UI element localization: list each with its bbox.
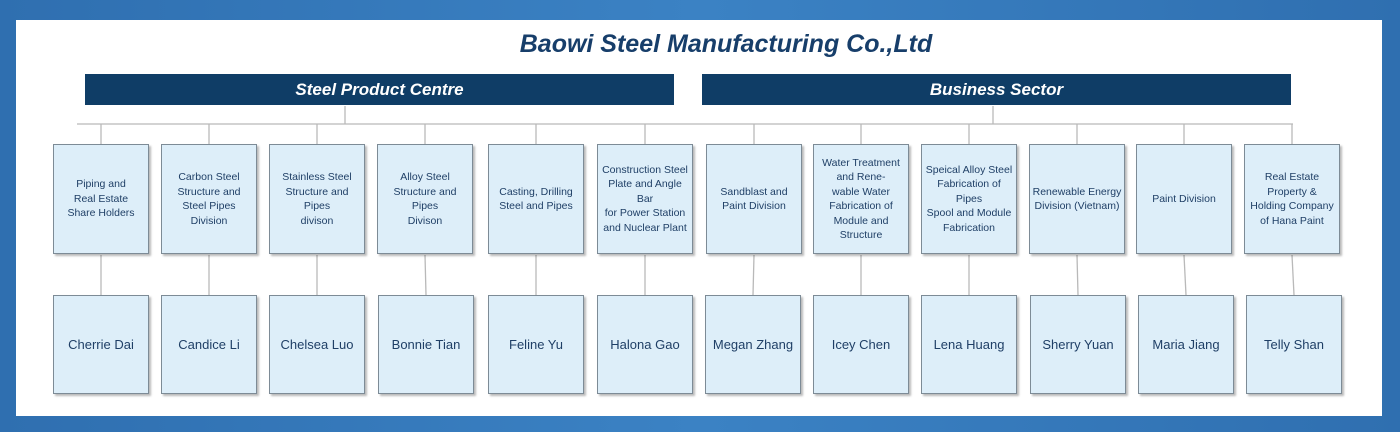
department-box: Sandblast and Paint Division — [706, 144, 802, 254]
manager-name: Megan Zhang — [712, 337, 794, 352]
department-label: Water Treatment and Rene- wable Water Fa… — [822, 156, 900, 242]
manager-box: Megan Zhang — [705, 295, 801, 394]
manager-box: Sherry Yuan — [1030, 295, 1126, 394]
manager-box: Halona Gao — [597, 295, 693, 394]
connector-line — [752, 254, 755, 296]
manager-box: Bonnie Tian — [378, 295, 474, 394]
connector-line — [1183, 254, 1187, 296]
manager-name: Halona Gao — [610, 337, 680, 352]
department-box: Casting, Drilling Steel and Pipes — [488, 144, 584, 254]
department-box: Piping and Real Estate Share Holders — [53, 144, 149, 254]
department-label: Carbon Steel Structure and Steel Pipes D… — [177, 171, 241, 227]
manager-name: Telly Shan — [1264, 337, 1324, 352]
section-header-business-sector: Business Sector — [702, 74, 1291, 105]
manager-box: Lena Huang — [921, 295, 1017, 394]
department-box: Water Treatment and Rene- wable Water Fa… — [813, 144, 909, 254]
manager-box: Cherrie Dai — [53, 295, 149, 394]
manager-box: Icey Chen — [813, 295, 909, 394]
manager-name: Sherry Yuan — [1042, 337, 1114, 352]
department-label: Sandblast and Paint Division — [720, 185, 788, 213]
connector-line — [1291, 254, 1295, 296]
manager-name: Candice Li — [178, 337, 240, 352]
department-label: Piping and Real Estate Share Holders — [67, 178, 135, 220]
department-box: Carbon Steel Structure and Steel Pipes D… — [161, 144, 257, 254]
department-box: Alloy Steel Structure and Pipes Divison — [377, 144, 473, 254]
manager-name: Icey Chen — [831, 337, 891, 352]
manager-box: Candice Li — [161, 295, 257, 394]
department-label: Speical Alloy Steel Fabrication of Pipes… — [925, 163, 1013, 234]
manager-box: Feline Yu — [488, 295, 584, 394]
department-label: Construction Steel Plate and Angle Bar f… — [602, 163, 688, 234]
manager-box: Telly Shan — [1246, 295, 1342, 394]
company-title: Baowi Steel Manufacturing Co.,Ltd — [519, 30, 933, 58]
manager-name: Maria Jiang — [1152, 337, 1220, 352]
department-label: Alloy Steel Structure and Pipes Divison — [393, 171, 457, 227]
manager-name: Feline Yu — [509, 337, 563, 352]
department-label: Paint Division — [1152, 192, 1216, 205]
department-box: Speical Alloy Steel Fabrication of Pipes… — [921, 144, 1017, 254]
department-box: Renewable Energy Division (Vietnam) — [1029, 144, 1125, 254]
department-box: Construction Steel Plate and Angle Bar f… — [597, 144, 693, 254]
manager-name: Cherrie Dai — [68, 337, 134, 352]
connector-line — [424, 254, 427, 296]
manager-name: Bonnie Tian — [391, 337, 461, 352]
department-box: Real Estate Property & Holding Company o… — [1244, 144, 1340, 254]
department-box: Paint Division — [1136, 144, 1232, 254]
connector-line — [1076, 254, 1079, 296]
department-label: Renewable Energy Division (Vietnam) — [1032, 185, 1122, 213]
manager-name: Chelsea Luo — [280, 337, 354, 352]
manager-box: Maria Jiang — [1138, 295, 1234, 394]
department-box: Stainless Steel Structure and Pipes divi… — [269, 144, 365, 254]
department-label: Stainless Steel Structure and Pipes divi… — [282, 171, 352, 227]
department-label: Real Estate Property & Holding Company o… — [1250, 171, 1334, 227]
manager-name: Lena Huang — [933, 337, 1005, 352]
manager-box: Chelsea Luo — [269, 295, 365, 394]
department-label: Casting, Drilling Steel and Pipes — [499, 185, 573, 213]
section-header-steel-product-centre: Steel Product Centre — [85, 74, 674, 105]
